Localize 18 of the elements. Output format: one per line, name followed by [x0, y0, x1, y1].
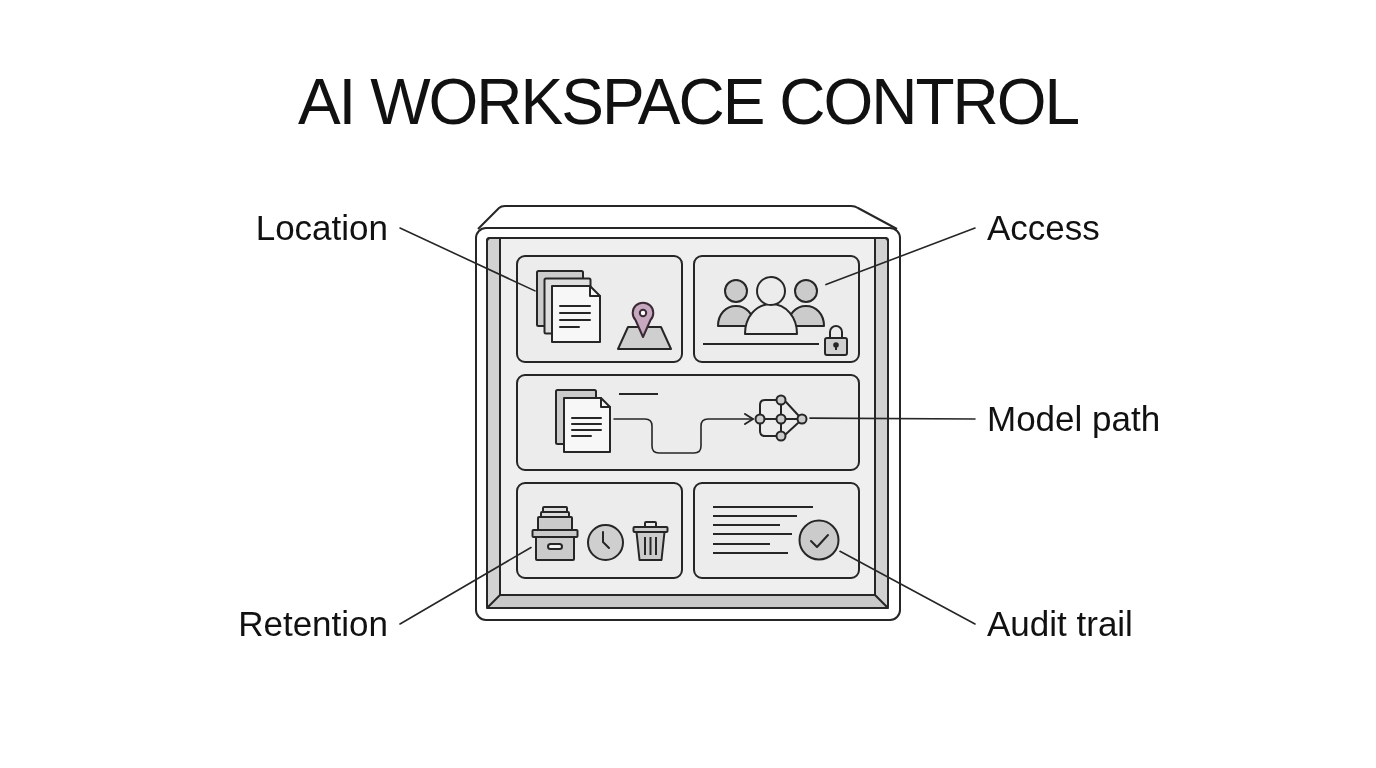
callout-label: Location: [255, 206, 388, 250]
leader-line: [825, 227, 976, 286]
leader-line: [399, 227, 536, 292]
leader-line: [809, 417, 976, 420]
document-icon: [554, 388, 612, 454]
check-circle-icon: [798, 519, 840, 561]
document-stack-icon: [535, 269, 602, 344]
leader-line: [839, 550, 976, 625]
arrow: [613, 413, 754, 454]
callout-label: Model path: [987, 397, 1161, 441]
callout-label: Audit trail: [987, 602, 1133, 646]
title: AI WORKSPACE CONTROL: [297, 70, 1079, 134]
callout-label: Retention: [238, 602, 388, 646]
network-nodes-icon: [754, 394, 810, 442]
leader-line: [399, 546, 532, 625]
callout-label: Access: [987, 206, 1100, 250]
archive-box-icon: [531, 505, 579, 562]
people-group-icon: [716, 275, 826, 336]
